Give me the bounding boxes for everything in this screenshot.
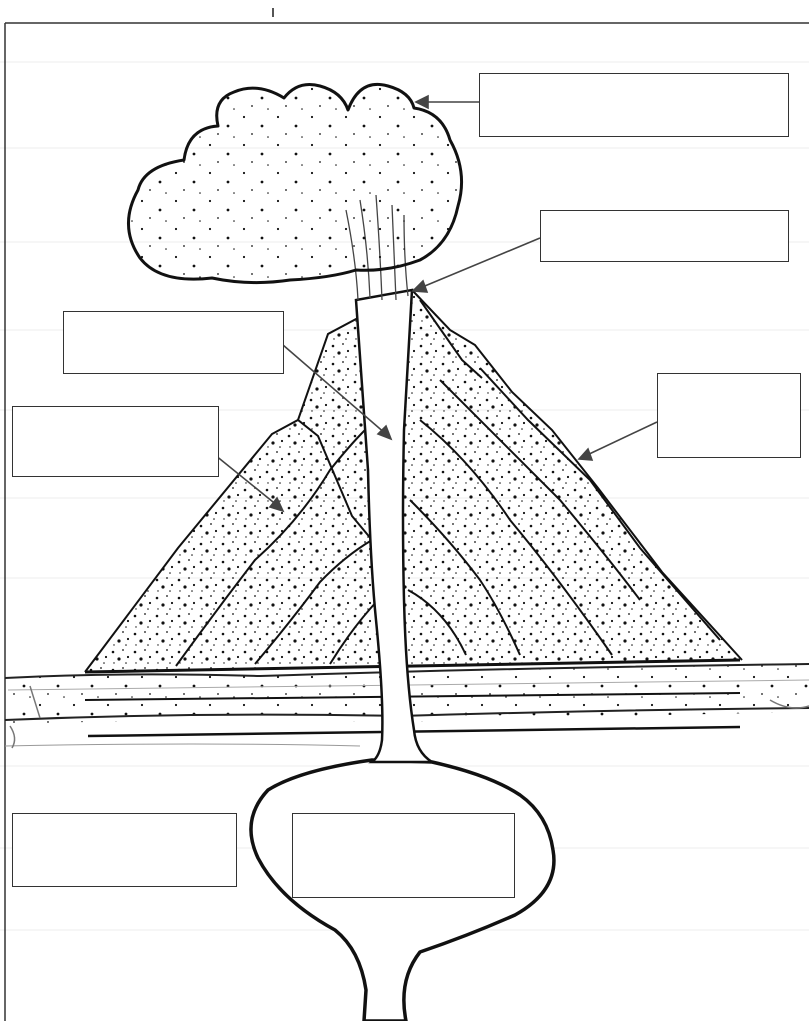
label-box-vent[interactable] (540, 210, 789, 262)
label-box-crust[interactable] (12, 813, 237, 887)
ash-cloud (128, 84, 461, 282)
label-box-side-slope[interactable] (657, 373, 801, 458)
label-box-lava-layers[interactable] (12, 406, 219, 477)
label-box-conduit[interactable] (63, 311, 284, 374)
label-box-magma-chamber[interactable] (292, 813, 515, 898)
label-box-ash-cloud[interactable] (479, 73, 789, 137)
